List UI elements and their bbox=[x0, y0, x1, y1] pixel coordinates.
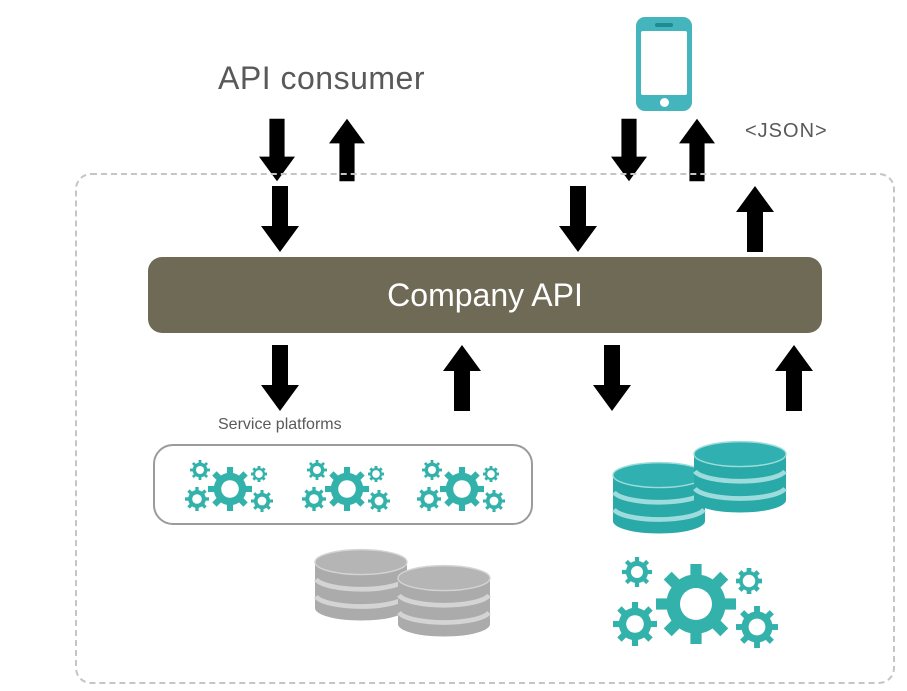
storage-to-api-up-arrow bbox=[775, 345, 813, 411]
gear-icon bbox=[368, 490, 390, 512]
gear-icon bbox=[656, 564, 736, 644]
gear-icon bbox=[622, 557, 652, 587]
service-platforms-label: Service platforms bbox=[218, 416, 342, 433]
gear-icon bbox=[251, 490, 273, 512]
gear-icon bbox=[208, 467, 252, 511]
boundary-to-api-down-arrow-2 bbox=[559, 186, 597, 252]
gear-icon bbox=[307, 460, 327, 480]
api-consumer-label: API consumer bbox=[218, 60, 425, 96]
phone-screen bbox=[641, 31, 687, 95]
api-to-platforms-down-arrow bbox=[261, 345, 299, 411]
smartphone-icon bbox=[636, 17, 692, 111]
gear-icon bbox=[483, 490, 505, 512]
api-to-storage-down-arrow bbox=[593, 345, 631, 411]
gear-icon bbox=[422, 460, 442, 480]
gear-icon bbox=[736, 568, 762, 594]
gear-cluster-icon bbox=[613, 557, 783, 652]
json-format-label: <JSON> bbox=[745, 120, 828, 142]
gear-icon bbox=[483, 466, 499, 482]
gear-icon bbox=[185, 487, 209, 511]
service-platforms-box bbox=[153, 444, 533, 525]
gear-icon bbox=[325, 467, 369, 511]
gear-icon bbox=[613, 602, 657, 646]
phone-speaker bbox=[655, 23, 673, 27]
gear-icon bbox=[440, 467, 484, 511]
gear-icon bbox=[302, 487, 326, 511]
gear-icon bbox=[368, 466, 384, 482]
company-api-label: Company API bbox=[387, 276, 583, 313]
company-api-bar: Company API bbox=[148, 257, 822, 333]
database-stack-icon bbox=[396, 557, 492, 649]
platforms-to-api-up-arrow bbox=[443, 345, 481, 411]
gear-icon bbox=[736, 606, 778, 648]
api-to-boundary-up-arrow bbox=[736, 186, 774, 252]
gear-cluster-icon bbox=[417, 458, 509, 514]
gear-icon bbox=[251, 466, 267, 482]
gear-icon bbox=[190, 460, 210, 480]
gear-cluster-icon bbox=[185, 458, 277, 514]
boundary-to-api-down-arrow-1 bbox=[261, 186, 299, 252]
company-boundary-dashed-border bbox=[75, 173, 895, 684]
gear-icon bbox=[417, 487, 441, 511]
database-stack-icon bbox=[313, 541, 409, 633]
database-stack-icon bbox=[692, 433, 788, 525]
phone-home-button bbox=[659, 98, 669, 107]
gear-cluster-icon bbox=[302, 458, 394, 514]
